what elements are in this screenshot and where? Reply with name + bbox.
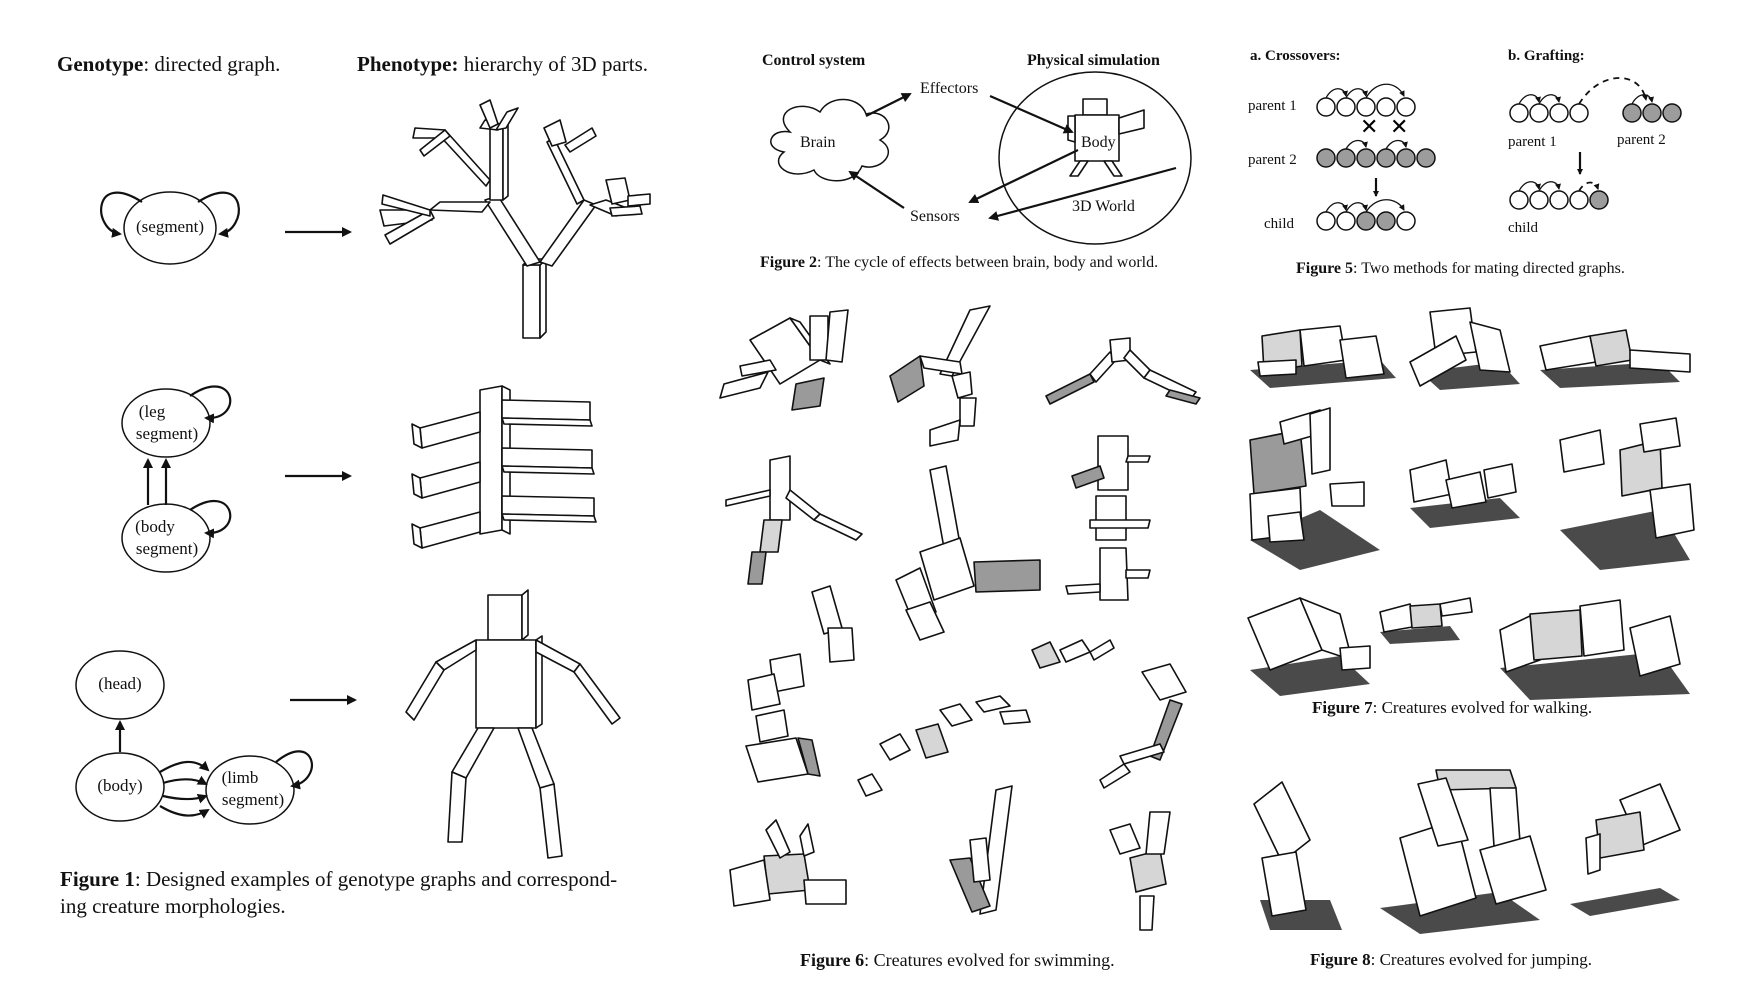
swimmer-1 (719, 309, 849, 411)
fig5-caption: Figure 5: Two methods for mating directe… (1296, 260, 1625, 278)
fig6-caption-label: Figure 6 (800, 950, 865, 970)
swimmer-12 (1109, 811, 1171, 931)
leg-label-1: (leg (138, 402, 166, 421)
segment-node (123, 191, 217, 265)
child-label: child (1264, 216, 1294, 232)
graft-parent2-label: parent 2 (1617, 132, 1666, 148)
graft-parent1 (1509, 94, 1589, 123)
limb-label-1: (limb (221, 768, 259, 787)
fig6-caption-text: : Creatures evolved for swimming. (864, 950, 1115, 970)
walker-8 (1379, 597, 1473, 644)
swimmer-10 (729, 819, 847, 907)
fig5-caption-label: Figure 5 (1296, 260, 1354, 277)
crossover-parent2 (1316, 139, 1436, 168)
head-label: (head) (98, 674, 142, 693)
graft-parent2 (1622, 94, 1682, 123)
head-node (75, 650, 165, 720)
fig8-caption-label: Figure 8 (1310, 950, 1371, 969)
crossover-parent1 (1316, 83, 1416, 117)
genotype-desc: : directed graph. (143, 52, 281, 76)
brain-label: Brain (800, 134, 836, 151)
swimmer-4 (725, 455, 863, 585)
fig8-caption: Figure 8: Creatures evolved for jumping. (1310, 950, 1592, 970)
tree-creature (379, 99, 651, 339)
parent2-label: parent 2 (1248, 152, 1297, 168)
fig1-genotype-heading: Genotype: directed graph. (57, 52, 280, 77)
fig2-control-system: Control system (762, 52, 866, 69)
fig1-caption: Figure 1: Designed examples of genotype … (60, 866, 617, 920)
phenotype-desc: hierarchy of 3D parts. (458, 52, 649, 76)
walker-2 (1409, 307, 1520, 390)
graft-child-label: child (1508, 220, 1538, 236)
svg-text:✕: ✕ (1360, 115, 1378, 140)
fig1-caption-line1: : Designed examples of genotype graphs a… (134, 867, 618, 891)
ladder-creature (411, 385, 597, 549)
effectors-label: Effectors (920, 80, 979, 97)
walker-9 (1499, 599, 1690, 700)
fig2-caption-text: : The cycle of effects between brain, bo… (817, 254, 1159, 271)
jumper-1 (1253, 781, 1342, 930)
swimmer-11 (949, 785, 1013, 915)
walker-7 (1247, 597, 1371, 696)
walker-5 (1409, 459, 1520, 528)
parent1-label: parent 1 (1248, 98, 1297, 114)
swimmer-2 (889, 305, 991, 447)
phenotype-label: Phenotype: (357, 52, 459, 76)
swimmer-8 (857, 639, 1115, 797)
genotype-label: Genotype (57, 52, 144, 76)
fig2-caption-label: Figure 2 (760, 254, 818, 271)
walker-1 (1250, 325, 1396, 388)
brain-cloud (770, 98, 890, 182)
swimmer-3 (1045, 337, 1201, 405)
limb-label-2: segment) (221, 790, 285, 809)
graft-child (1509, 181, 1609, 210)
limb-segment-node (205, 755, 295, 825)
segment-label: (segment) (136, 217, 204, 236)
fig8-caption-text: : Creatures evolved for jumping. (1370, 950, 1593, 969)
fig7-caption-text: : Creatures evolved for walking. (1372, 698, 1593, 717)
body-node (75, 752, 165, 822)
grafting-heading: b. Grafting: (1508, 48, 1585, 64)
jumper-2 (1380, 769, 1547, 934)
graft-parent1-label: parent 1 (1508, 134, 1557, 150)
swimmer-9 (1099, 663, 1187, 789)
walker-4 (1249, 407, 1380, 570)
crossover-child (1316, 199, 1416, 231)
jumper-3 (1570, 783, 1681, 916)
fig2-physical-simulation: Physical simulation (1027, 52, 1160, 69)
world-label: 3D World (1072, 198, 1135, 215)
leg-label-2: segment) (135, 424, 199, 443)
swimmer-7 (745, 585, 855, 783)
fig5-caption-text: : Two methods for mating directed graphs… (1353, 260, 1625, 277)
walker-3 (1539, 329, 1691, 388)
swimmer-6 (1065, 435, 1151, 601)
human-creature (405, 589, 621, 859)
body-seg-label-2: segment) (135, 539, 199, 558)
svg-text:✕: ✕ (1390, 115, 1408, 140)
walker-6 (1559, 417, 1695, 570)
crossovers-heading: a. Crossovers: (1250, 48, 1341, 64)
fig1-caption-label: Figure 1 (60, 867, 135, 891)
body-seg-label-1: (body (135, 517, 175, 536)
sensors-label: Sensors (910, 208, 960, 225)
body-box-label: Body (1081, 134, 1116, 151)
fig7-caption-label: Figure 7 (1312, 698, 1373, 717)
fig1-caption-line2: ing creature morphologies. (60, 894, 286, 918)
fig2-caption: Figure 2: The cycle of effects between b… (760, 254, 1158, 272)
fig6-caption: Figure 6: Creatures evolved for swimming… (800, 950, 1115, 971)
fig7-caption: Figure 7: Creatures evolved for walking. (1312, 698, 1592, 718)
body-label: (body) (97, 776, 143, 795)
fig1-phenotype-heading: Phenotype: hierarchy of 3D parts. (357, 52, 648, 77)
swimmer-5 (895, 465, 1041, 641)
